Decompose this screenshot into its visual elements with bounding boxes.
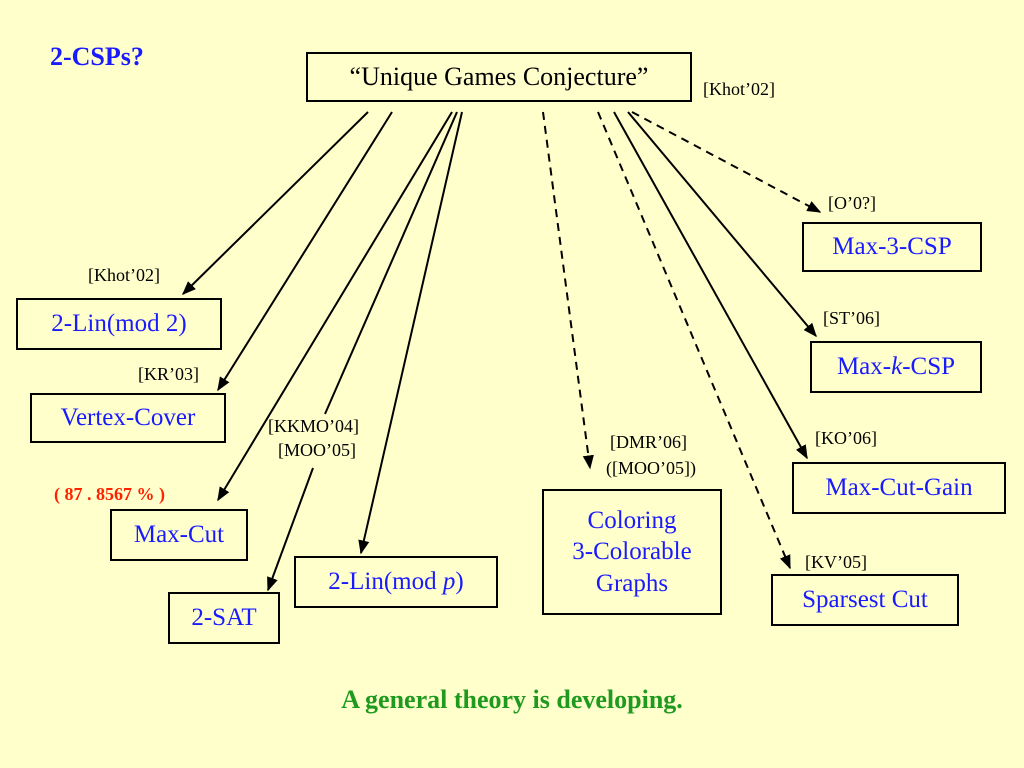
two-sat-label: 2-SAT [191,604,257,632]
two-lin-mod2-label: 2-Lin(mod 2) [51,310,187,338]
vertex-cover-node: Vertex-Cover [30,393,226,443]
root-node: “Unique Games Conjecture” [306,52,692,102]
st-citation: [ST’06] [823,308,880,328]
max-cut-node: Max-Cut [110,509,248,561]
max-k-csp-label: Max-k-CSP [837,351,955,382]
vertex-cover-label: Vertex-Cover [60,404,196,432]
vertex-cover-citation: [KR’03] [138,364,199,384]
moo-coloring-citation: ([MOO’05]) [606,458,696,478]
arrow-to-2-lin-modp [358,111,463,555]
two-lin-modp-label-pre: 2-Lin(mod [328,568,443,596]
arrow-to-max-cut [217,111,453,502]
coloring-node: Coloring 3-Colorable Graphs [542,489,722,615]
arrow-to-max-k-csp [627,111,817,338]
two-lin-modp-node: 2-Lin(mod p) [294,556,498,608]
moo-citation: [MOO’05] [278,440,356,460]
coloring-line-1: Coloring [587,507,677,535]
root-citation: [Khot’02] [703,79,775,99]
max-k-csp-node: Max-k-CSP [810,341,982,393]
coloring-line-2: 3-Colorable [572,538,692,566]
ko-citation: [KO’06] [815,428,877,448]
sparsest-cut-label: Sparsest Cut [802,586,928,614]
max-cut-gain-node: Max-Cut-Gain [792,462,1006,514]
two-lin-modp-label: 2-Lin(mod p) [328,566,463,597]
arrow-to-2-sat [267,467,314,592]
two-sat-node: 2-SAT [168,592,280,644]
kkmo-citation: [KKMO’04] [268,416,359,436]
dmr-citation: [DMR’06] [610,432,687,452]
max-cut-gain-label: Max-Cut-Gain [825,474,973,502]
arrow-to-max-3-csp [631,111,822,213]
arrow-to-coloring [542,111,594,470]
arrow-to-sparsest-cut [597,111,791,570]
root-label: “Unique Games Conjecture” [349,61,649,91]
two-lin-modp-label-post: ) [455,568,464,596]
footer-text: A general theory is developing. [341,685,683,714]
line-to-kkmo-label [324,111,458,415]
kv-citation: [KV’05] [805,552,867,572]
coloring-line-3: Graphs [595,569,669,597]
arrow-to-2-lin-mod2 [182,111,369,295]
slide-title: 2-CSPs? [50,42,144,71]
max-3-csp-label: Max-3-CSP [832,233,952,261]
max-cut-label: Max-Cut [133,521,225,549]
max-3-csp-node: Max-3-CSP [802,222,982,272]
two-lin-modp-label-var: p [442,568,456,596]
max-k-csp-label-pre: Max- [836,353,892,381]
max-cut-approx-ratio: ( 87 . 8567 % ) [54,484,165,504]
o-citation: [O’0?] [828,193,876,213]
max-k-csp-label-var: k [891,353,903,381]
sparsest-cut-node: Sparsest Cut [771,574,959,626]
max-k-csp-label-post: -CSP [902,353,956,381]
arrow-to-vertex-cover [217,111,393,392]
two-lin-mod2-node: 2-Lin(mod 2) [16,298,222,350]
two-lin-mod2-citation: [Khot’02] [88,265,160,285]
arrow-to-max-cut-gain [613,111,808,460]
